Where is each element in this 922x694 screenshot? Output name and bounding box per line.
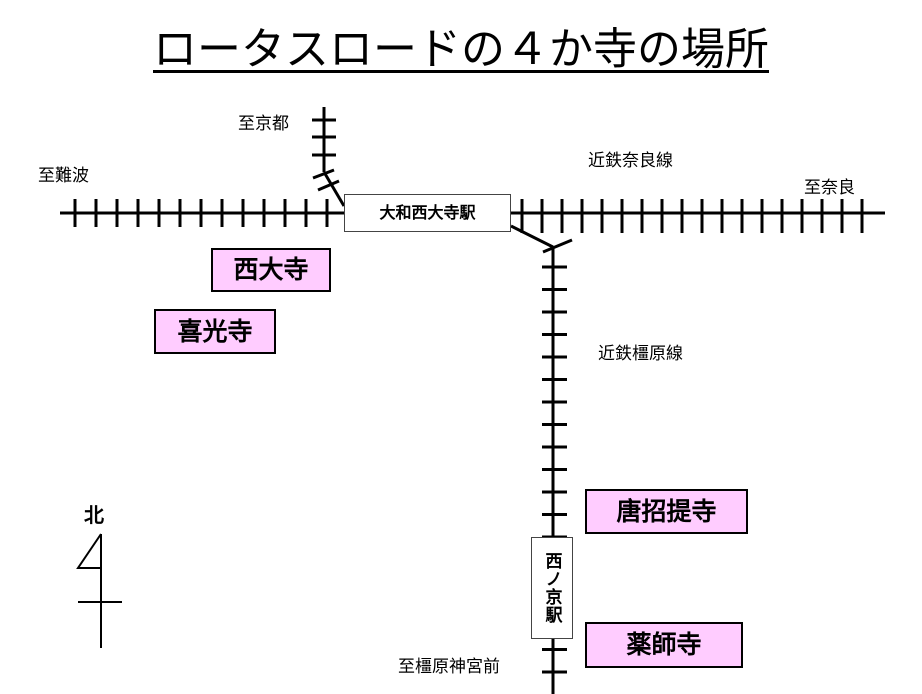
page-title: ロータスロードの４か寺の場所: [153, 24, 769, 75]
station-nishinokyo: 西ノ京駅: [531, 537, 573, 639]
temple-kikoji: 喜光寺: [154, 309, 276, 354]
track-kyoto-curve: [322, 171, 346, 207]
direction-label-kashiharajingumae: 至橿原神宮前: [398, 657, 500, 677]
north-label: 北: [84, 503, 104, 527]
track-tie: [317, 179, 340, 192]
line-label-kashihara: 近鉄橿原線: [598, 344, 683, 364]
temple-toshodaiji: 唐招提寺: [585, 489, 748, 534]
temple-saidaiji: 西大寺: [211, 248, 331, 292]
station-yamato-saidaiji: 大和西大寺駅: [344, 194, 511, 232]
track-kashihara-curve: [510, 224, 554, 249]
direction-label-kyoto: 至京都: [238, 114, 289, 134]
direction-label-namba: 至難波: [38, 166, 89, 186]
track-tie: [542, 238, 573, 254]
track-tie: [312, 168, 335, 180]
direction-label-nara: 至奈良: [804, 178, 855, 198]
temple-yakushiji: 薬師寺: [585, 622, 743, 668]
line-label-nara: 近鉄奈良線: [588, 151, 673, 171]
north-arrow-shape: [76, 533, 122, 648]
